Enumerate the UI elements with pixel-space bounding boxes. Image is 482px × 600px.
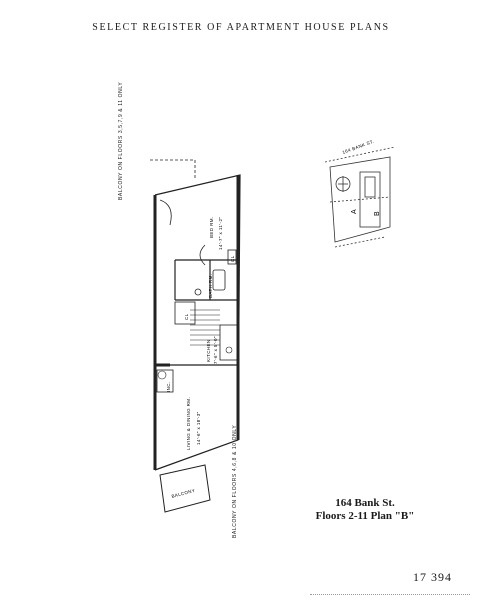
page-number-right: 394	[431, 570, 452, 584]
bedroom-size-label: 14'-7" x 11'-2"	[218, 217, 223, 250]
caption-floors: Floors 2-11 Plan "B"	[315, 510, 415, 522]
living-size-label: 14'-6" x 18'-3"	[196, 411, 201, 445]
floor-plan-drawing: BED RM. 14'-7" x 11'-2" BATH RM. CL CL K…	[150, 159, 241, 513]
closet-label-bed: CL	[184, 313, 189, 320]
site-plan: 164 BANK ST. A B	[324, 132, 405, 262]
site-mark-b: B	[374, 211, 381, 216]
bath-label: BATH RM.	[208, 274, 213, 298]
floor-plan: BED RM. 14'-7" x 11'-2" BATH RM. CL CL K…	[110, 120, 310, 540]
page-header: SELECT REGISTER OF APARTMENT HOUSE PLANS	[92, 22, 390, 33]
bottom-rule	[310, 594, 470, 595]
kitchen-size-label: 7'-6" x 5'-0"	[213, 336, 218, 364]
closet-label-hall: CL	[230, 255, 235, 262]
plan-caption: 164 Bank St. Floors 2-11 Plan "B"	[290, 497, 440, 523]
site-mark-a: A	[351, 209, 358, 214]
balcony-label: BALCONY	[171, 488, 196, 499]
caption-address: 164 Bank St.	[335, 497, 395, 509]
page-number-left: 17	[413, 570, 427, 584]
kitchen-label: KITCHEN	[206, 339, 211, 362]
site-plan-drawing: 164 BANK ST. A B	[324, 139, 396, 248]
inc-label: INC.	[166, 381, 171, 392]
bedroom-label: BED RM.	[209, 216, 214, 238]
page-number: 17 394	[413, 570, 452, 585]
living-label: LIVING & DINING RM.	[186, 397, 191, 450]
